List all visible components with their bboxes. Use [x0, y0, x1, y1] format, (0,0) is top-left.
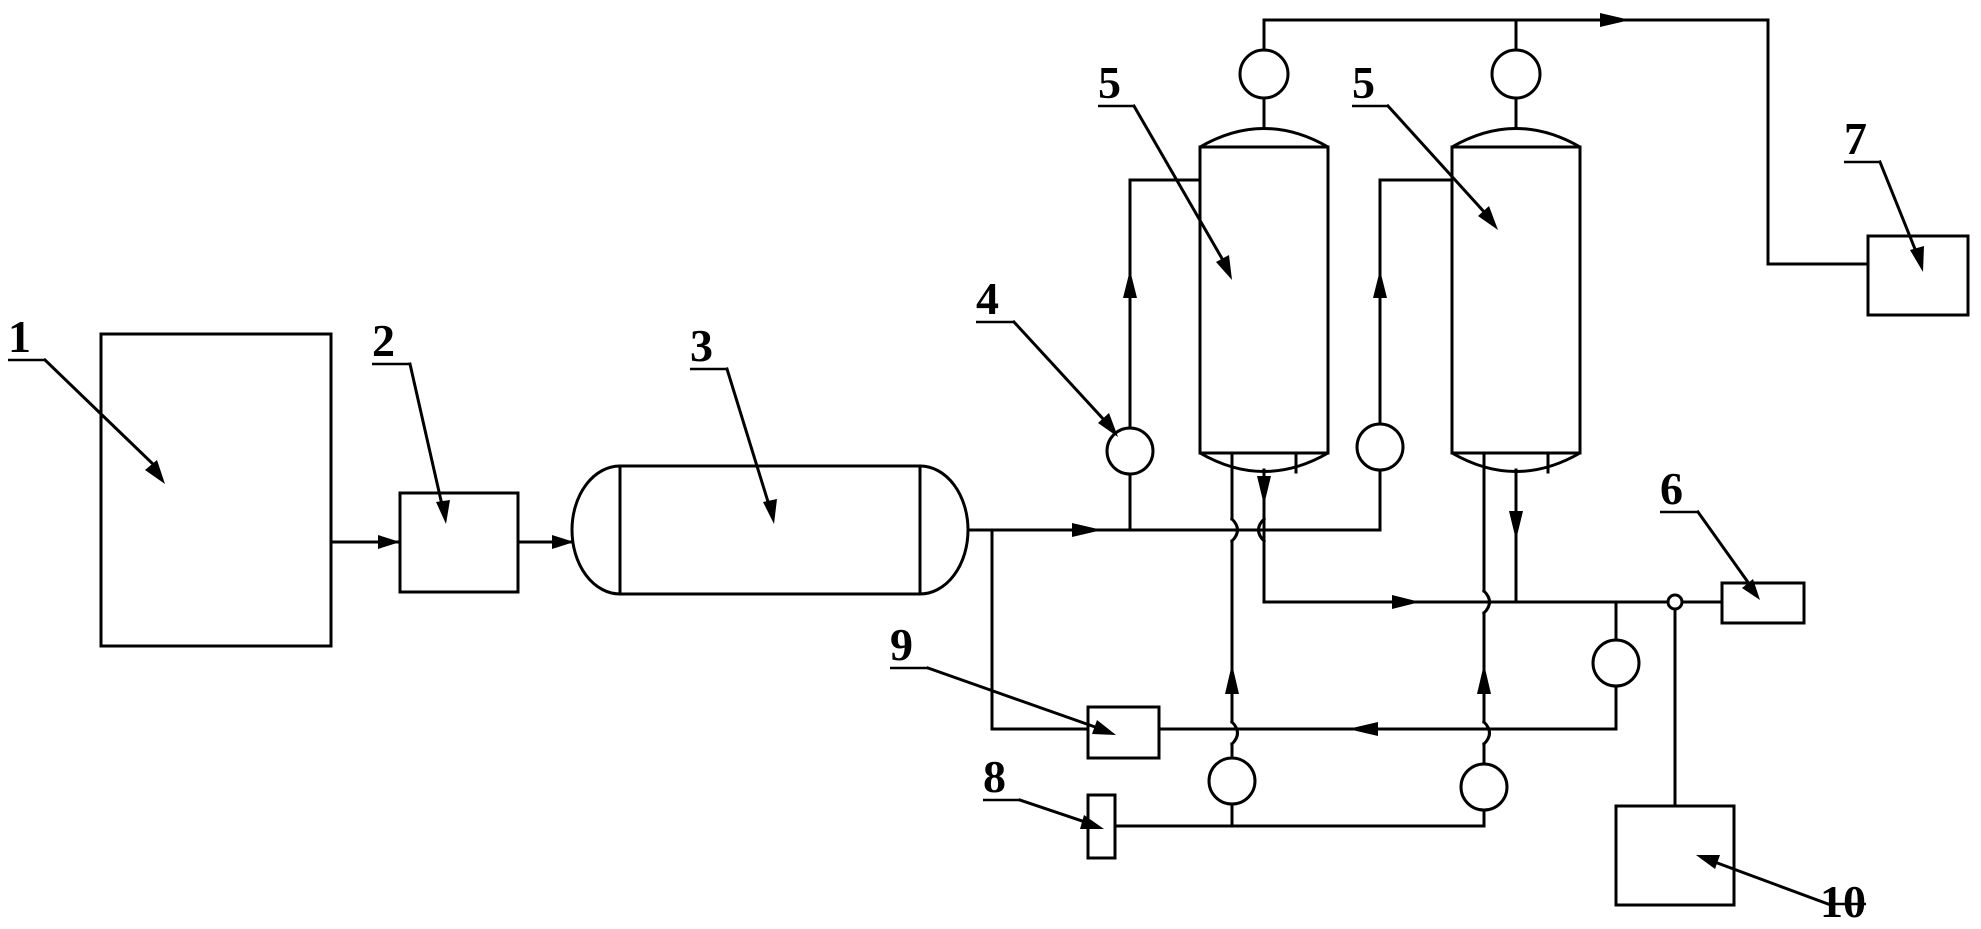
flow-arrow-icon	[1348, 722, 1378, 736]
flow-arrow-icon	[378, 535, 400, 549]
circle-pump-icon	[1105, 426, 1155, 476]
flow-arrow-icon	[1225, 664, 1239, 694]
flow-arrow-icon	[1477, 664, 1491, 694]
leader-3	[725, 367, 771, 507]
junction-node	[1666, 593, 1684, 611]
leader-5a	[1131, 103, 1227, 265]
leader-4	[1011, 319, 1109, 425]
label-5b: 5	[1352, 57, 1375, 108]
label-5a: 5	[1098, 57, 1121, 108]
unit-1-box	[99, 332, 333, 648]
flow-arrow-icon	[1257, 476, 1271, 505]
leader-5b	[1385, 103, 1489, 217]
unit-3-horizontal-vessel	[570, 464, 970, 596]
label-9: 9	[890, 619, 913, 670]
leader-8	[1018, 798, 1087, 824]
unit-5a-column	[1198, 127, 1330, 473]
flow-arrow-icon	[1373, 270, 1387, 298]
circle-pump-icon	[1459, 762, 1509, 812]
flow-arrow-icon	[1600, 13, 1630, 27]
circle-pump-icon	[1591, 638, 1641, 688]
label-8: 8	[983, 751, 1006, 802]
leader-6	[1695, 509, 1753, 588]
flow-arrow-icon	[1072, 523, 1102, 537]
circle-pump-icon	[1355, 422, 1405, 472]
flow-arrow-icon	[1509, 511, 1523, 540]
leader-2	[408, 362, 444, 507]
flow-arrow-icon	[552, 535, 574, 549]
leader-9	[926, 666, 1100, 730]
label-4: 4	[976, 273, 999, 324]
unit-5b-column	[1450, 127, 1582, 473]
leader-1	[42, 357, 158, 469]
circle-pump-icon	[1207, 756, 1257, 806]
unit-6-box	[1720, 581, 1806, 625]
label-6: 6	[1660, 463, 1683, 514]
flow-arrow-icon	[1392, 595, 1420, 609]
label-1: 1	[8, 311, 31, 362]
circle-pump-icon	[1238, 48, 1290, 100]
circle-pump-icon	[1490, 48, 1542, 100]
leader-7	[1878, 160, 1919, 256]
flow-arrow-icon	[1123, 270, 1137, 298]
label-10: 10	[1820, 876, 1866, 927]
leader-10	[1710, 859, 1830, 906]
unit-2-box	[398, 491, 520, 594]
label-7: 7	[1844, 113, 1867, 164]
label-3: 3	[690, 320, 713, 371]
label-2: 2	[372, 315, 395, 366]
